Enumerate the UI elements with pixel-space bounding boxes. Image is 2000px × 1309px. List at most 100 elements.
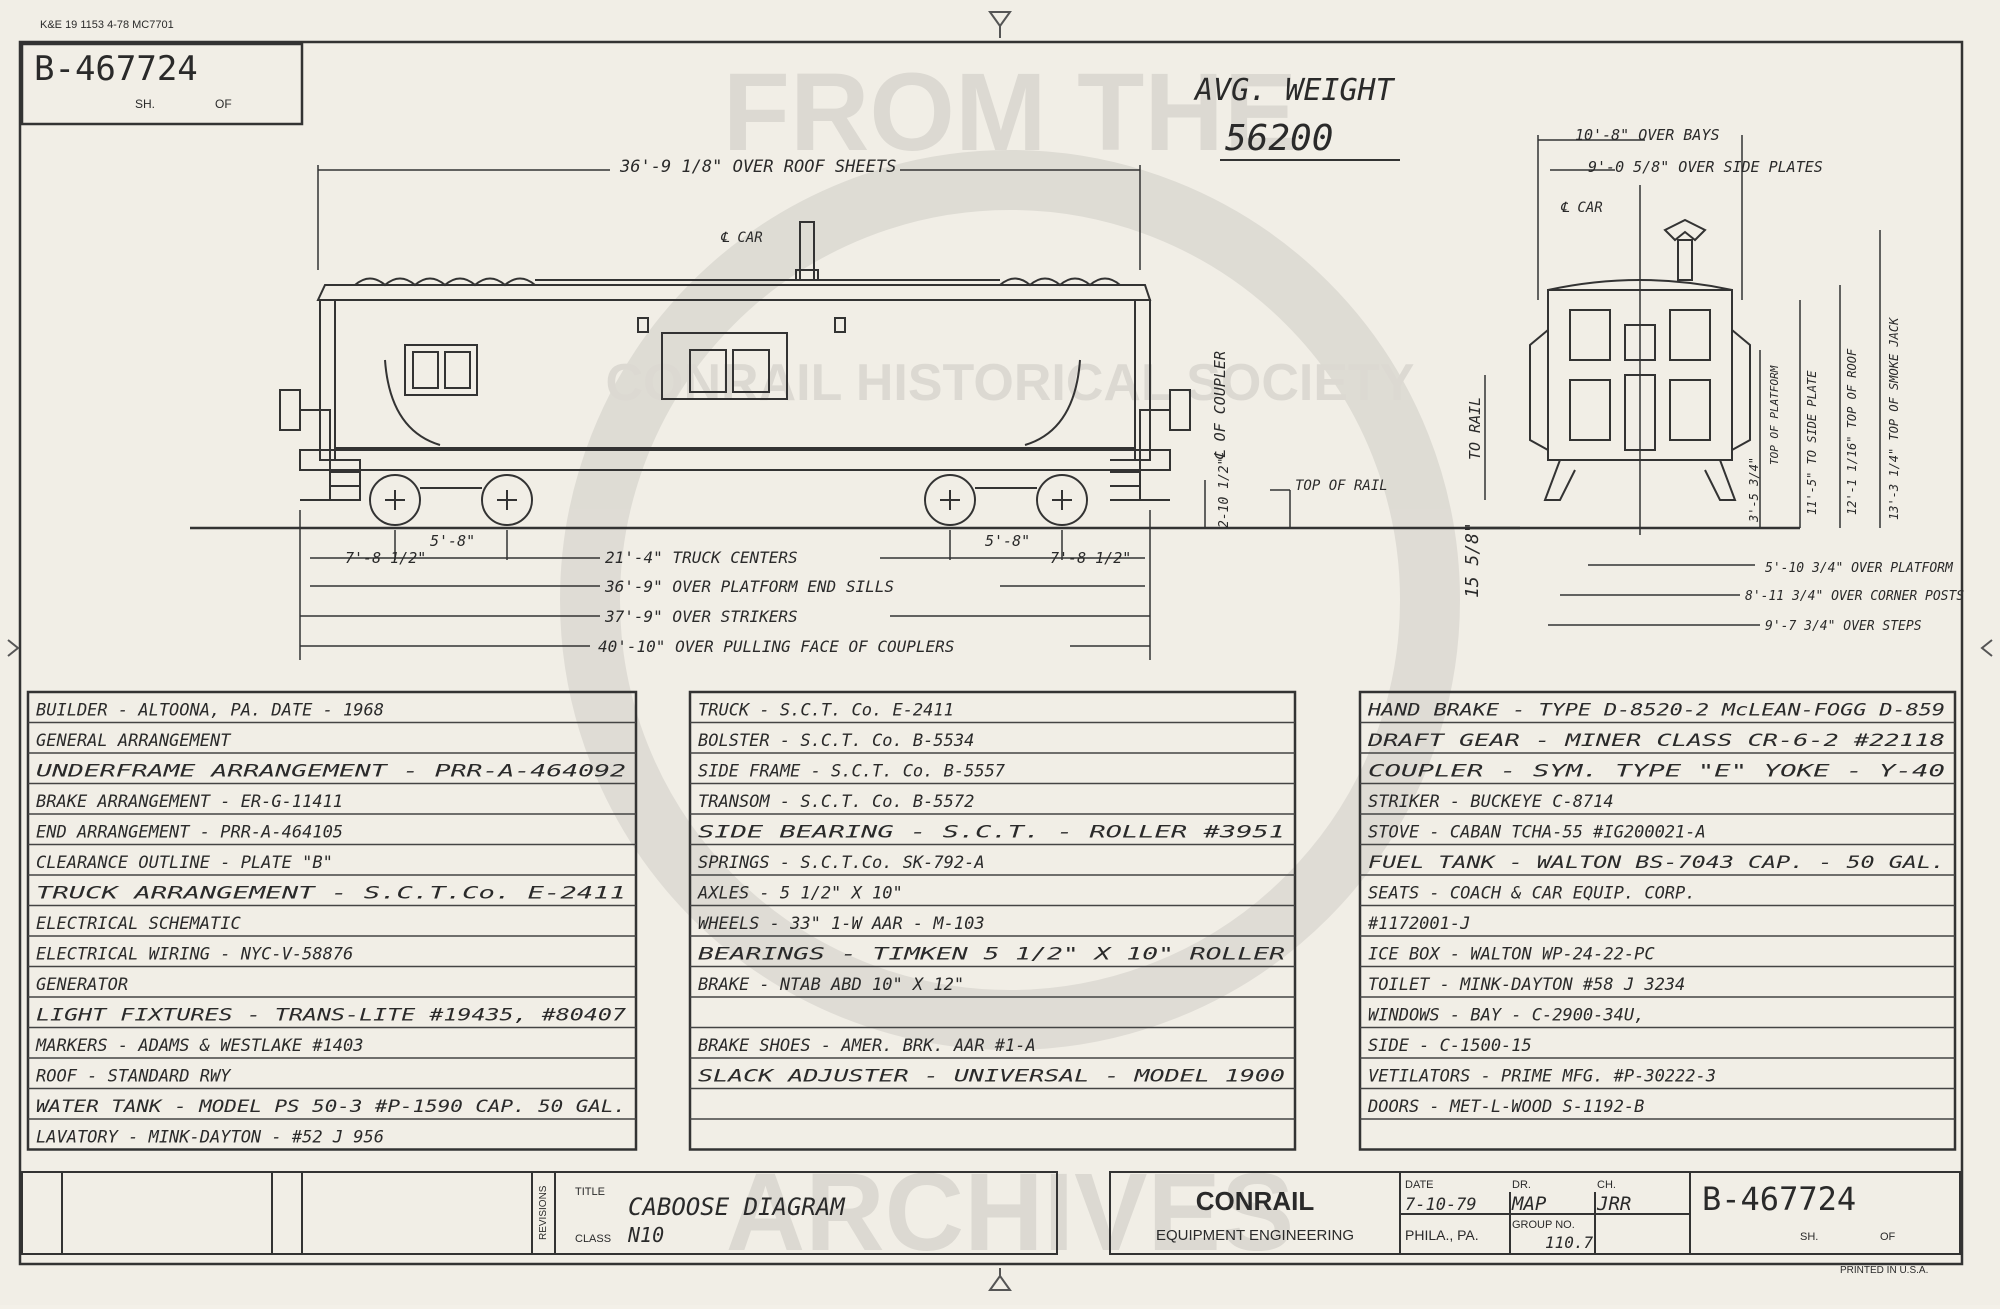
title-sheet-label: SH. <box>1800 1231 1818 1243</box>
checked-by-label: CH. <box>1597 1179 1616 1191</box>
avg-weight-label: AVG. WEIGHT <box>1193 73 1396 108</box>
end-to-truck-right-dimension: 7'-8 1/2" <box>1050 549 1131 567</box>
company-name: CONRAIL <box>1196 1186 1315 1216</box>
over-roof-dimension: 36'-9 1/8" OVER ROOF SHEETS <box>619 157 896 177</box>
top-of-platform-label: TOP OF PLATFORM <box>1768 365 1781 465</box>
spec-row-text: BOLSTER - S.C.T. Co. B-5534 <box>698 731 974 751</box>
spec-row-text: BRAKE SHOES - AMER. BRK. AAR #1-A <box>698 1036 1036 1056</box>
group-label: GROUP NO. <box>1512 1219 1575 1231</box>
date-label: DATE <box>1405 1179 1434 1191</box>
end-car-centerline-label: ℄ CAR <box>1560 200 1603 216</box>
top-of-rail-label: TOP OF RAIL <box>1295 478 1388 494</box>
spec-row-text: GENERAL ARRANGEMENT <box>36 731 232 751</box>
side-dimension-lines <box>299 165 1291 660</box>
spec-row-text: ELECTRICAL SCHEMATIC <box>36 914 241 934</box>
end-view-bays <box>1529 329 1751 451</box>
right-platform <box>1139 389 1191 501</box>
spec-row-text: FUEL TANK - WALTON BS-7043 CAP. - 50 GAL… <box>1368 853 1945 873</box>
date-value: 7-10-79 <box>1405 1195 1477 1215</box>
side-plate-height-dimension: 11'-5" TO SIDE PLATE <box>1805 370 1819 515</box>
title-drawing-number: B-467724 <box>1702 1180 1856 1218</box>
sheet-label: SH. <box>135 97 155 111</box>
strikers-dimension: 37'-9" OVER STRIKERS <box>604 607 798 626</box>
over-platform-dimension: 5'-10 3/4" OVER PLATFORM <box>1765 561 1954 576</box>
watermark-ring-text: CONRAIL HISTORICAL SOCIETY <box>606 354 1415 412</box>
underframe <box>299 449 1171 471</box>
drawing-number-box <box>20 42 304 126</box>
revisions-area <box>21 1171 1058 1255</box>
truck-centers-dimension: 21'-4" TRUCK CENTERS <box>605 548 798 567</box>
spec-row-text: LAVATORY - MINK-DAYTON - #52 J 956 <box>36 1128 384 1148</box>
spec-table-right: HAND BRAKE - TYPE D-8520-2 McLEAN-FOGG D… <box>1358 690 1957 1151</box>
checked-by-value: JRR <box>1596 1193 1631 1215</box>
roof-running-board <box>354 277 1121 287</box>
title-block <box>21 1171 1961 1255</box>
over-side-plates-dimension: 9'-0 5/8" OVER SIDE PLATES <box>1588 158 1823 176</box>
spec-row-text: TRANSOM - S.C.T. Co. B-5572 <box>698 792 974 812</box>
spec-row-text: SIDE FRAME - S.C.T. Co. B-5557 <box>698 762 1006 782</box>
title-of-label: OF <box>1880 1231 1896 1243</box>
of-label: OF <box>215 97 232 111</box>
spec-table-left: BUILDER - ALTOONA, PA. DATE - 1968GENERA… <box>26 690 638 1151</box>
over-steps-dimension: 9'-7 3/4" OVER STEPS <box>1765 619 1922 634</box>
spec-row-text: SIDE BEARING - S.C.T. - ROLLER #3951 <box>698 823 1285 843</box>
spec-row-text: STRIKER - BUCKEYE C-8714 <box>1368 792 1614 812</box>
over-bays-dimension: 10'-8" OVER BAYS <box>1575 126 1720 144</box>
spec-row-text: BUILDER - ALTOONA, PA. DATE - 1968 <box>36 701 384 721</box>
spec-row-text: #1172001-J <box>1367 914 1470 934</box>
spec-row-text: CLEARANCE OUTLINE - PLATE "B" <box>36 853 333 873</box>
revisions-label: REVISIONS <box>538 1185 549 1240</box>
watermark-top-text: FROM THE <box>723 51 1297 174</box>
spec-row-text: SLACK ADJUSTER - UNIVERSAL - MODEL 1900 <box>698 1067 1285 1087</box>
spec-row-text: TOILET - MINK-DAYTON #58 J 3234 <box>1368 975 1685 995</box>
department-name: EQUIPMENT ENGINEERING <box>1156 1227 1354 1244</box>
coupler-centerline-label: ℄ OF COUPLER <box>1211 351 1229 460</box>
drawn-by-value: MAP <box>1511 1193 1547 1215</box>
spec-row-text: ICE BOX - WALTON WP-24-22-PC <box>1368 945 1655 965</box>
drawn-by-label: DR. <box>1512 1179 1531 1191</box>
spec-row-text: DOORS - MET-L-WOOD S-1192-B <box>1367 1097 1644 1117</box>
spec-row-text: BEARINGS - TIMKEN 5 1/2" X 10" ROLLER <box>698 945 1285 965</box>
group-value: 110.7 <box>1545 1233 1594 1252</box>
class-value: N10 <box>627 1223 664 1247</box>
print-code: K&E 19 1153 4-78 MC7701 <box>40 19 174 31</box>
end-to-truck-left-dimension: 7'-8 1/2" <box>345 549 426 567</box>
location-label: PHILA., PA. <box>1405 1227 1479 1243</box>
truck-left <box>369 474 533 526</box>
spec-row-text: VETILATORS - PRIME MFG. #P-30222-3 <box>1368 1067 1716 1087</box>
spec-row-text: SIDE - C-1500-15 <box>1368 1036 1532 1056</box>
spec-row-text: MARKERS - ADAMS & WESTLAKE #1403 <box>35 1036 364 1056</box>
truck-right <box>924 474 1088 526</box>
spec-row-text: WINDOWS - BAY - C-2900-34U, <box>1368 1006 1644 1026</box>
spec-row-text: TRUCK - S.C.T. Co. E-2411 <box>698 701 954 721</box>
end-view <box>1470 135 1881 626</box>
side-clearance-dimension: 15 5/8" <box>1462 522 1483 598</box>
left-platform <box>279 389 331 501</box>
spec-row-text: END ARRANGEMENT - PRR-A-464105 <box>36 823 343 843</box>
smoke-jack-height-dimension: 13'-3 1/4" TOP OF SMOKE JACK <box>1887 317 1901 520</box>
spec-row-text: WATER TANK - MODEL PS 50-3 #P-1590 CAP. … <box>36 1097 626 1117</box>
table-frame <box>26 690 638 1151</box>
coupler-height-dimension: 2-10 1/2" <box>1217 458 1232 528</box>
spec-row-text: STOVE - CABAN TCHA-55 #IG200021-A <box>1368 823 1706 843</box>
pulling-face-dimension: 40'-10" OVER PULLING FACE OF COUPLERS <box>598 637 954 656</box>
spec-row-text: LIGHT FIXTURES - TRANS-LITE #19435, #804… <box>36 1006 627 1026</box>
company-block <box>1109 1171 1961 1255</box>
spec-row-text: SEATS - COACH & CAR EQUIP. CORP. <box>1368 884 1696 904</box>
avg-weight-value: 56200 <box>1225 118 1333 159</box>
over-corner-posts-dimension: 8'-11 3/4" OVER CORNER POSTS <box>1745 589 1964 604</box>
centering-marks <box>7 11 1993 1291</box>
drawing-number: B-467724 <box>34 49 198 89</box>
side-window-left <box>404 344 478 396</box>
platform-end-sills-dimension: 36'-9" OVER PLATFORM END SILLS <box>604 577 894 596</box>
title-label: TITLE <box>575 1186 605 1198</box>
platform-height-dimension: 3'-5 3/4" <box>1747 457 1761 523</box>
spec-row-text: COUPLER - SYM. TYPE "E" YOKE - Y-40 <box>1368 762 1945 782</box>
printed-in-label: PRINTED IN U.S.A. <box>1840 1265 1928 1276</box>
watermark-ring <box>560 150 1460 1050</box>
end-view-steps <box>1543 459 1737 501</box>
wheelbase-left-dimension: 5'-8" <box>430 532 475 550</box>
spec-row-text: ROOF - STANDARD RWY <box>36 1067 232 1087</box>
side-view <box>190 165 1520 660</box>
